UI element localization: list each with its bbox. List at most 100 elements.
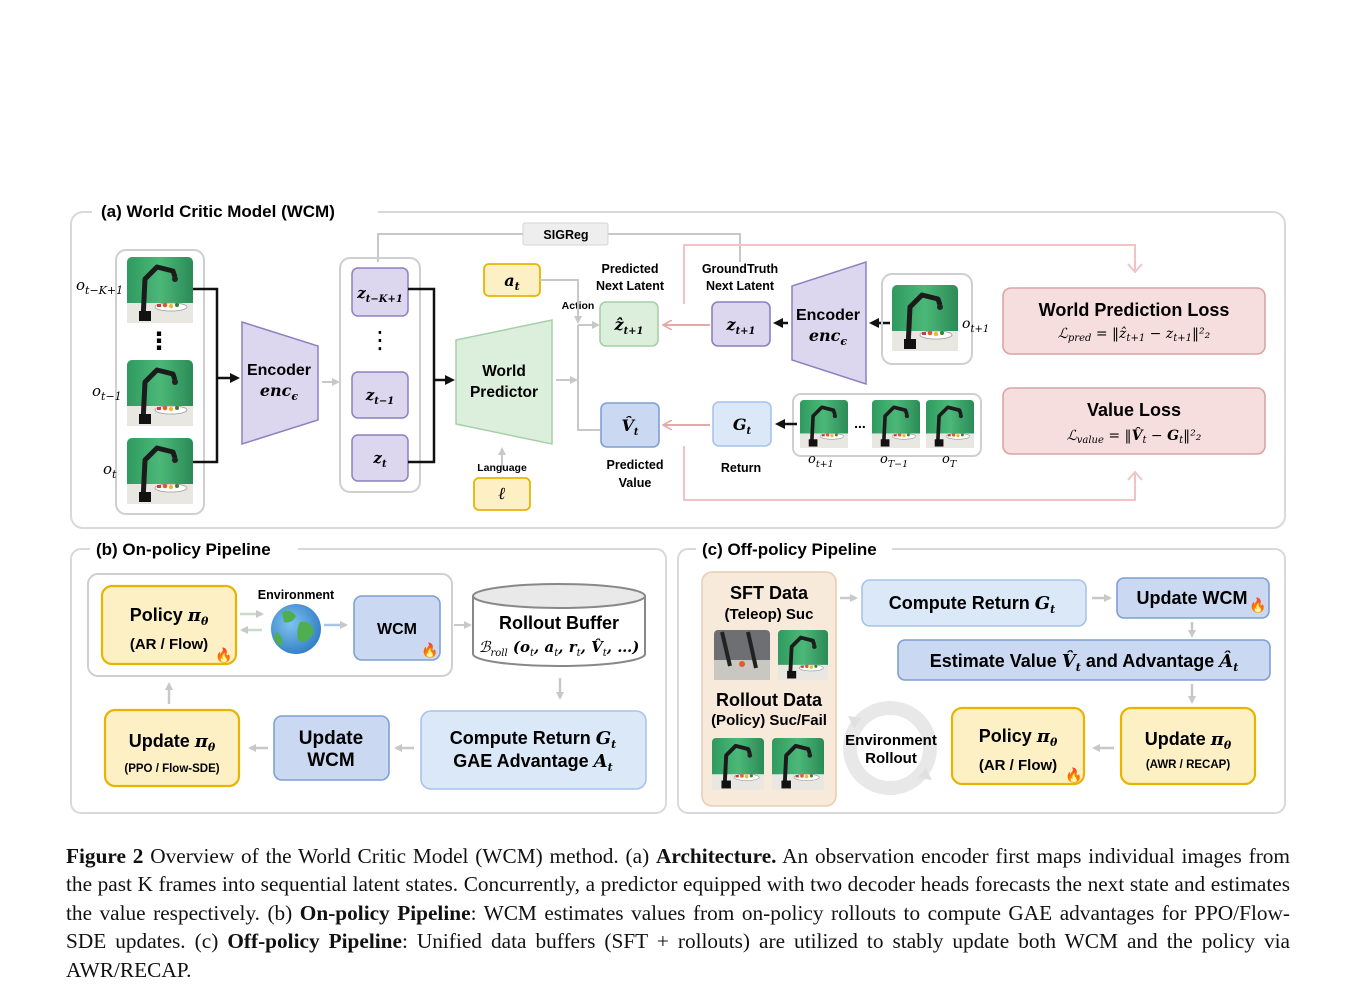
- svg-text:Update πθ: Update πθ: [1145, 729, 1232, 752]
- fire-icon: 🔥: [1249, 597, 1266, 614]
- sft-image: [714, 630, 770, 680]
- traj-image: [926, 400, 974, 448]
- env-rollout-label-2: Rollout: [865, 750, 917, 767]
- svg-text:Update πθ: Update πθ: [129, 731, 216, 754]
- update-wcm-c: Update WCM: [1137, 588, 1248, 608]
- update-wcm-b-1: Update: [299, 728, 363, 749]
- language-label: Language: [477, 462, 527, 474]
- caption-arch-bold: Architecture.: [656, 844, 777, 868]
- caption-offpolicy-text: : Unified data buffers (SFT + rollouts) …: [66, 929, 1291, 982]
- svg-text:encϵ: encϵ: [809, 326, 848, 348]
- svg-text:oT: oT: [942, 452, 957, 470]
- sft-image: [778, 630, 828, 680]
- return-label: Return: [721, 461, 761, 475]
- predicted-latent-box: [599, 301, 659, 347]
- policy-sub-b: (AR / Flow): [130, 636, 208, 653]
- encoder-label-2: Encoder: [796, 307, 860, 324]
- panel-b: (b) On-policy Pipeline Policy πθ (AR / F…: [70, 538, 667, 814]
- latent-stack: zt−K+1 ⋮ zt−1 zt: [351, 267, 409, 482]
- fire-icon: 🔥: [421, 642, 438, 659]
- environment-rollout-cycle: [843, 701, 937, 795]
- return-box: [712, 401, 772, 447]
- policy-box-b: [100, 584, 238, 666]
- traj-dots: ...: [854, 415, 866, 431]
- sft-sub-label: (Teleop) Suc: [725, 606, 814, 623]
- caption-offpolicy-bold: Off-policy Pipeline: [227, 929, 402, 954]
- value-loss-box: [1002, 387, 1266, 455]
- pred-value-label-1: Predicted: [607, 458, 664, 472]
- sft-data-label: SFT Data: [730, 583, 809, 603]
- traj-image: [872, 400, 920, 448]
- rollout-image: [712, 738, 764, 790]
- svg-text:Compute Return Gt: Compute Return Gt: [450, 728, 616, 751]
- language-token: [473, 477, 531, 511]
- svg-text:Policy πθ: Policy πθ: [130, 605, 209, 628]
- compute-return-box-b: [420, 710, 647, 790]
- panel-b-title: (b) On-policy Pipeline: [96, 540, 271, 559]
- svg-text:oT−1: oT−1: [880, 452, 908, 470]
- update-wcm-box-b: [273, 715, 390, 781]
- pred-latent-label-2: Next Latent: [596, 279, 665, 293]
- compute-return-box-c: [861, 579, 1087, 627]
- caption-onpolicy-text: : WCM estimates values from on-policy ro…: [66, 900, 1290, 954]
- gt-latent-label-1: GroundTruth: [702, 262, 778, 276]
- world-prediction-loss-box: [1002, 287, 1266, 355]
- svg-text:Estimate Value V̂t and Advanta: Estimate Value V̂t and Advantage Ât: [930, 649, 1239, 674]
- caption-fig-label: Figure 2: [66, 844, 144, 868]
- update-pi-sub-c: (AWR / RECAP): [1146, 759, 1231, 771]
- svg-text:GAE Advantage At: GAE Advantage At: [453, 751, 612, 774]
- figure-diagram: (a) World Critic Model (WCM) SIGReg ⋮ ot…: [70, 200, 1286, 814]
- encoder-block-2: [791, 260, 867, 386]
- wcm-box-b: [353, 595, 441, 661]
- panel-c: (c) Off-policy Pipeline SFT Data (Teleop…: [677, 538, 1286, 814]
- observation-image: [127, 360, 193, 426]
- world-predictor-label-1: World: [482, 363, 526, 380]
- policy-sub-c: (AR / Flow): [979, 757, 1057, 774]
- svg-text:ot+1: ot+1: [808, 452, 834, 470]
- wcm-label-b: WCM: [377, 621, 417, 638]
- rollout-buffer: [472, 583, 646, 667]
- gt-latent-label-2: Next Latent: [706, 279, 775, 293]
- panel-c-title: (c) Off-policy Pipeline: [702, 540, 877, 559]
- svg-text:Compute Return Gt: Compute Return Gt: [889, 593, 1055, 616]
- traj-image: [800, 400, 848, 448]
- sigreg-label: SIGReg: [543, 228, 588, 242]
- update-policy-box-b: [103, 708, 241, 788]
- globe-icon: [271, 604, 321, 654]
- pred-latent-label-1: Predicted: [602, 262, 659, 276]
- encoder-label: Encoder: [247, 362, 311, 379]
- value-loss-formula: ℒvalue = ‖V̂t − Gt‖²₂: [1067, 426, 1202, 446]
- svg-text:ot: ot: [103, 460, 117, 481]
- caption-onpolicy-bold: On-policy Pipeline: [299, 900, 471, 925]
- update-policy-box-c: [1119, 706, 1257, 786]
- caption-intro: Overview of the World Critic Model (WCM)…: [150, 844, 650, 868]
- env-rollout-label-1: Environment: [845, 732, 937, 749]
- rollout-image: [772, 738, 824, 790]
- gt-latent-box: [711, 301, 771, 347]
- observation-image: [127, 438, 193, 504]
- panel-a-title: (a) World Critic Model (WCM): [101, 202, 335, 221]
- rollout-formula: ℬroll (ot, at, rt, V̂t, …): [479, 638, 640, 659]
- next-observation-image: [892, 285, 958, 351]
- panel-a: (a) World Critic Model (WCM) SIGReg ⋮ ot…: [70, 200, 1286, 529]
- svg-text:ot−1: ot−1: [92, 382, 122, 403]
- svg-text:⋮: ⋮: [368, 327, 392, 354]
- rollout-data-label: Rollout Data: [716, 690, 823, 710]
- update-wcm-box-c: [1116, 577, 1270, 619]
- value-loss-label: Value Loss: [1087, 400, 1181, 420]
- fire-icon: 🔥: [215, 647, 232, 664]
- traj-labels: ot+1 oT−1 oT: [808, 452, 957, 470]
- update-wcm-b-2: WCM: [307, 750, 354, 771]
- world-prediction-loss-label: World Prediction Loss: [1039, 300, 1230, 320]
- world-predictor-label-2: Predictor: [470, 384, 538, 401]
- rollout-sub-label: (Policy) Suc/Fail: [711, 712, 827, 729]
- update-pi-sub-b: (PPO / Flow-SDE): [124, 763, 219, 775]
- predicted-value-box: [600, 402, 660, 448]
- world-prediction-formula: ℒpred = ‖ẑt+1 − zt+1‖²₂: [1058, 325, 1211, 344]
- caption-arch-text: An observation encoder first maps indivi…: [66, 844, 1290, 925]
- world-predictor-block: [455, 319, 553, 445]
- estimate-box: [897, 639, 1271, 681]
- pred-value-label-2: Value: [619, 476, 652, 490]
- encoder-block: [241, 320, 319, 446]
- svg-text:ℓ: ℓ: [498, 484, 505, 504]
